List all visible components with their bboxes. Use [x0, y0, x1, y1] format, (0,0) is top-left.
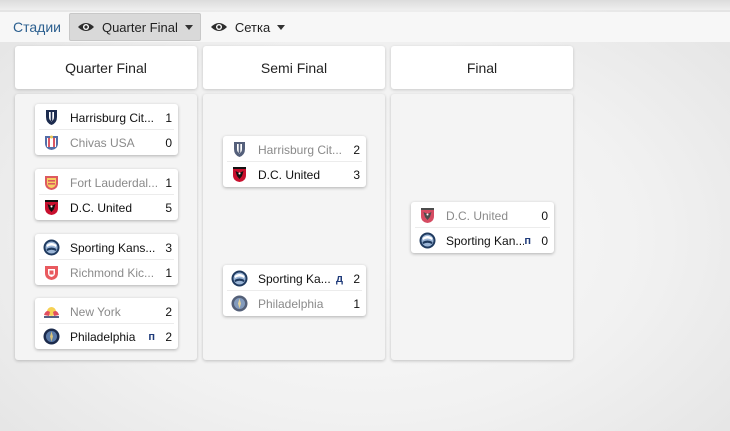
team-row[interactable]: Philadelphia 1 — [223, 291, 366, 316]
eye-icon — [210, 23, 227, 31]
match-divider — [39, 194, 174, 195]
team-name: Sporting Kans... — [70, 240, 156, 255]
team-row[interactable]: Richmond Kic... 1 — [35, 260, 178, 285]
team-logo-icon — [43, 328, 60, 345]
stages-link[interactable]: Стадии — [13, 19, 61, 35]
team-row[interactable]: Chivas USA 0 — [35, 130, 178, 155]
team-score: 0 — [541, 233, 548, 248]
team-score: 5 — [165, 200, 172, 215]
team-score: 2 — [165, 304, 172, 319]
team-name: Philadelphia — [70, 329, 136, 344]
team-logo-icon — [43, 239, 60, 256]
result-flag: п — [148, 330, 155, 343]
round-title: Final — [466, 59, 498, 76]
team-logo-icon — [231, 270, 248, 287]
team-logo-icon — [43, 134, 60, 151]
team-score: 3 — [353, 167, 360, 182]
round-header: Quarter Final — [15, 46, 197, 89]
match-divider — [227, 290, 362, 291]
team-row[interactable]: Harrisburg Cit... 2 — [223, 137, 366, 162]
team-name: D.C. United — [70, 200, 133, 215]
team-name: New York — [70, 304, 121, 319]
round-title: Semi Final — [260, 59, 328, 76]
team-score: 1 — [353, 296, 360, 311]
team-row[interactable]: Harrisburg Cit... 1 — [35, 105, 178, 130]
team-logo-icon — [43, 109, 60, 126]
team-name: Fort Lauderdal... — [70, 175, 159, 190]
bracket-toolbar: Стадии Quarter Final Сетка — [0, 12, 730, 42]
match-divider — [39, 323, 174, 324]
team-score: 2 — [353, 142, 360, 157]
team-logo-icon — [231, 295, 248, 312]
round-header: Final — [391, 46, 573, 89]
chevron-down-icon — [277, 24, 286, 30]
team-name: Sporting Ka... — [258, 271, 331, 286]
team-score: 1 — [165, 175, 172, 190]
match-divider — [227, 161, 362, 162]
team-name: Harrisburg Cit... — [258, 142, 343, 157]
team-score: 1 — [165, 110, 172, 125]
result-flag: д — [336, 272, 343, 285]
view-dropdown[interactable]: Сетка — [203, 13, 292, 41]
team-score: 3 — [165, 240, 172, 255]
match-divider — [39, 129, 174, 130]
team-logo-icon — [43, 303, 60, 320]
team-logo-icon — [231, 141, 248, 158]
round-title: Quarter Final — [65, 59, 147, 76]
team-name: D.C. United — [446, 208, 509, 223]
team-logo-icon — [231, 166, 248, 183]
team-row[interactable]: Sporting Kans... 3 — [35, 235, 178, 260]
team-score: 2 — [353, 271, 360, 286]
team-row[interactable]: D.C. United 0 — [411, 203, 554, 228]
chevron-down-icon — [184, 24, 193, 30]
team-logo-icon — [419, 232, 436, 249]
team-name: D.C. United — [258, 167, 321, 182]
team-name: Richmond Kic... — [70, 265, 155, 280]
match-divider — [415, 227, 550, 228]
top-strip — [0, 0, 730, 10]
team-row[interactable]: D.C. United 3 — [223, 162, 366, 187]
team-logo-icon — [419, 207, 436, 224]
team-score: 0 — [165, 135, 172, 150]
result-flag: п — [524, 234, 531, 247]
round-header: Semi Final — [203, 46, 385, 89]
stage-dropdown[interactable]: Quarter Final — [68, 13, 201, 41]
team-score: 2 — [165, 329, 172, 344]
team-logo-icon — [43, 174, 60, 191]
team-score: 1 — [165, 265, 172, 280]
team-logo-icon — [43, 264, 60, 281]
team-name: Philadelphia — [258, 296, 324, 311]
team-name: Harrisburg Cit... — [70, 110, 155, 125]
view-dropdown-label: Сетка — [234, 19, 271, 35]
team-logo-icon — [43, 199, 60, 216]
match-divider — [39, 259, 174, 260]
team-row[interactable]: Fort Lauderdal... 1 — [35, 170, 178, 195]
team-row[interactable]: New York 2 — [35, 299, 178, 324]
team-row[interactable]: D.C. United 5 — [35, 195, 178, 220]
stage-dropdown-label: Quarter Final — [101, 19, 178, 35]
team-name: Chivas USA — [70, 135, 135, 150]
team-name: Sporting Kan... — [446, 233, 525, 248]
eye-icon — [77, 23, 94, 31]
team-score: 0 — [541, 208, 548, 223]
